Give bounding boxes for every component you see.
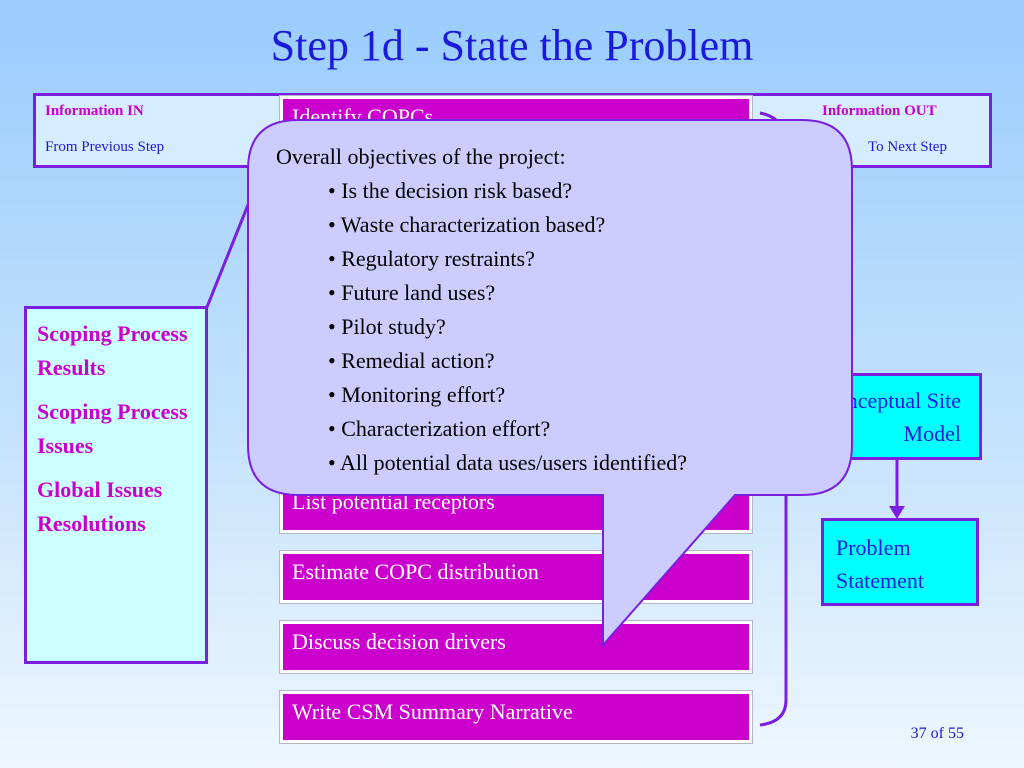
callout-bullet: • Remedial action? — [328, 348, 495, 373]
callout-bullet: • Future land uses? — [328, 280, 496, 305]
slide-title: Step 1d - State the Problem — [270, 21, 754, 70]
problem-statement-box: Problem Statement — [821, 518, 979, 606]
callout-bullet: • Regulatory restraints? — [328, 246, 535, 271]
callout-bullet: • All potential data uses/users identifi… — [328, 450, 688, 475]
scoping-process-results: Scoping Process Results — [37, 321, 188, 380]
global-issues-resolutions: Global Issues Resolutions — [37, 477, 163, 536]
information-in-label: Information IN — [45, 103, 144, 119]
to-next-step-label: To Next Step — [868, 139, 947, 155]
callout-bullet: • Waste characterization based? — [328, 212, 606, 237]
callout-heading: Overall objectives of the project: — [276, 144, 566, 169]
step-discuss-decision-drivers: Discuss decision drivers — [279, 620, 753, 674]
page-number: 37 of 55 — [910, 725, 964, 742]
step-write-csm-summary: Write CSM Summary Narrative — [279, 690, 753, 744]
information-out-label: Information OUT — [822, 103, 937, 119]
callout-bullet: • Characterization effort? — [328, 416, 551, 441]
callout-text: Overall objectives of the project: • Is … — [276, 140, 836, 480]
callout-bullet: • Pilot study? — [328, 314, 446, 339]
scoping-process-issues: Scoping Process Issues — [37, 399, 188, 458]
callout-bullet: • Is the decision risk based? — [328, 178, 573, 203]
from-previous-step-label: From Previous Step — [45, 139, 165, 155]
callout-bullet: • Monitoring effort? — [328, 382, 506, 407]
scoping-inputs-box: Scoping Process Results Scoping Process … — [24, 306, 208, 664]
